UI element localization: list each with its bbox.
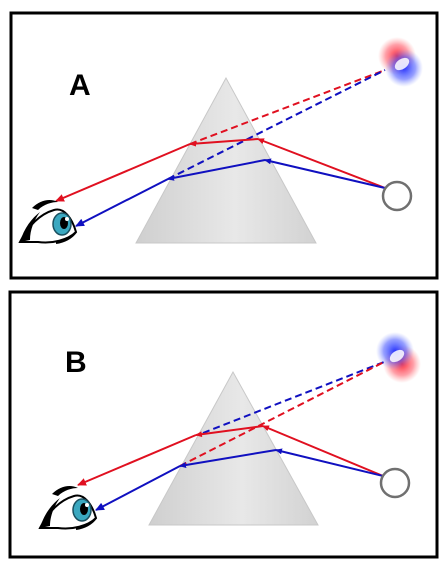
panel-a-label: A xyxy=(69,69,91,102)
red-ray-outgoing xyxy=(77,434,197,486)
blue-ray-incoming xyxy=(275,448,384,477)
red-blue-blur-icon xyxy=(376,332,421,383)
panel-a: A xyxy=(9,11,439,280)
circle-object-icon xyxy=(381,180,413,212)
red-blue-blur-icon xyxy=(378,37,423,87)
red-ray-incoming xyxy=(262,425,384,477)
red-virtual-ray xyxy=(179,361,385,467)
blue-ray-inside xyxy=(167,159,266,181)
prism xyxy=(148,370,319,526)
blue-ray-inside xyxy=(179,449,277,468)
red-virtual-ray xyxy=(189,69,386,145)
blue-virtual-ray xyxy=(167,69,386,180)
red-ray-outgoing xyxy=(55,143,191,202)
eye-icon xyxy=(18,200,78,244)
eye-icon xyxy=(38,486,98,530)
blue-ray-outgoing xyxy=(75,178,169,227)
panel-b-label: B xyxy=(65,346,87,379)
red-ray-incoming xyxy=(257,138,386,189)
blue-ray-outgoing xyxy=(95,465,181,511)
panel-b: B xyxy=(8,290,439,559)
blue-ray-incoming xyxy=(264,158,386,189)
circle-object-icon xyxy=(379,467,411,499)
red-ray-inside xyxy=(195,425,264,438)
red-ray-inside xyxy=(189,138,259,147)
